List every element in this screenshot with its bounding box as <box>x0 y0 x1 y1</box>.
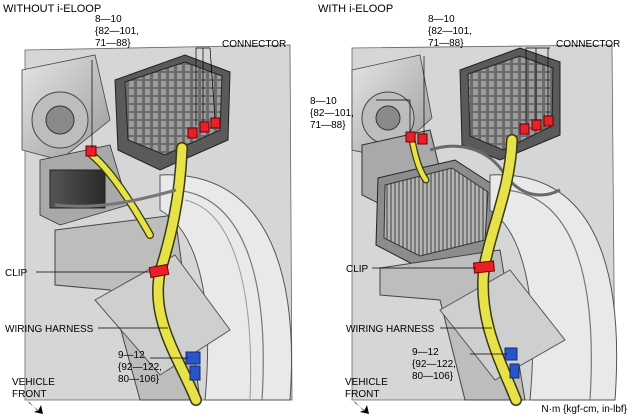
left-wheel-arch-ribs <box>184 199 252 401</box>
right-front-line1: VEHICLE <box>345 377 388 388</box>
right-capacitor-fins <box>383 167 489 257</box>
left-wheel-arch <box>159 174 292 401</box>
right-harness-branch-fill <box>409 137 429 183</box>
left-harness-branch-fill <box>89 152 153 238</box>
right-torque-bottom-line3: 80—106} <box>412 371 454 382</box>
left-gray-cable <box>54 188 177 208</box>
right-motor-hub <box>375 105 401 131</box>
left-torque-bottom-line1: 9—12 <box>118 350 145 361</box>
right-clip-label: CLIP <box>346 264 369 275</box>
left-connector-label: CONNECTOR <box>222 39 286 50</box>
left-wheel-arch-inner <box>174 189 264 401</box>
left-leaders <box>36 47 216 359</box>
left-fuse-box-top <box>124 61 223 156</box>
left-battery-face <box>49 169 106 209</box>
left-torque-top-line1: 8—10 <box>95 14 122 25</box>
left-motor-hub <box>45 105 75 135</box>
right-wheel-arch-inner <box>504 189 592 401</box>
left-harness-label: WIRING HARNESS <box>5 324 94 335</box>
left-front-arrow-icon <box>28 401 43 414</box>
right-front-arrow-icon <box>354 401 369 414</box>
right-torque-side-line2: {82—101, <box>310 108 354 119</box>
left-panel-title: WITHOUT i-ELOOP <box>3 3 101 15</box>
right-panel-title: WITH i-ELOOP <box>318 3 393 15</box>
right-front-line2: FRONT <box>345 389 379 400</box>
right-harness-label: WIRING HARNESS <box>346 324 435 335</box>
right-top-bolt <box>417 133 428 145</box>
right-wheel-arch <box>489 174 618 401</box>
left-connector-1 <box>187 127 198 139</box>
right-clip <box>472 260 496 274</box>
left-top-bolt <box>85 145 97 157</box>
right-connector-3 <box>543 115 554 127</box>
right-leader-connector <box>525 47 550 124</box>
left-torque-top-line2: {82—101, <box>95 26 139 37</box>
right-torque-top-line2: {82—101, <box>428 26 472 37</box>
right-torque-top-line1: 8—10 <box>428 14 455 25</box>
units-note: N·m {kgf-cm, in-lbf} <box>541 404 627 415</box>
left-clip-label: CLIP <box>5 268 28 279</box>
right-illustration <box>351 44 618 406</box>
left-leader-connector <box>195 47 216 126</box>
right-torque-side-line3: 71—88} <box>310 120 346 131</box>
left-illustration <box>21 44 293 406</box>
left-panel: WITHOUT i-ELOOP 8—10 {82—101, 71—88} CON… <box>3 3 293 414</box>
right-connector-label: CONNECTOR <box>556 39 620 50</box>
right-leaders <box>372 47 550 355</box>
left-torque-bottom-line2: {92—122, <box>118 362 162 373</box>
left-front-line1: VEHICLE <box>12 377 55 388</box>
left-bottom-bolt-2 <box>189 365 201 381</box>
left-bottom-bolt <box>185 351 201 365</box>
right-panel: WITH i-ELOOP 8—10 {82—101, 71—88} 8—10 {… <box>310 3 620 414</box>
right-connector-2 <box>531 119 542 131</box>
right-side-bolt <box>405 131 416 143</box>
right-torque-side-line1: 8—10 <box>310 96 337 107</box>
left-clip <box>148 263 170 279</box>
left-connector-3 <box>210 117 221 129</box>
left-torque-bottom-line3: 80—106} <box>118 374 160 385</box>
right-bottom-bolt-2 <box>509 363 520 379</box>
right-torque-bottom-line2: {92—122, <box>412 359 456 370</box>
right-torque-bottom-line1: 9—12 <box>412 347 439 358</box>
right-torque-top-line3: 71—88} <box>428 38 464 49</box>
left-connector-2 <box>199 121 210 133</box>
right-connector-1 <box>519 123 530 135</box>
left-front-line2: FRONT <box>12 389 46 400</box>
right-leader-torque-side <box>376 99 411 132</box>
left-torque-top-line3: 71—88} <box>95 38 131 49</box>
